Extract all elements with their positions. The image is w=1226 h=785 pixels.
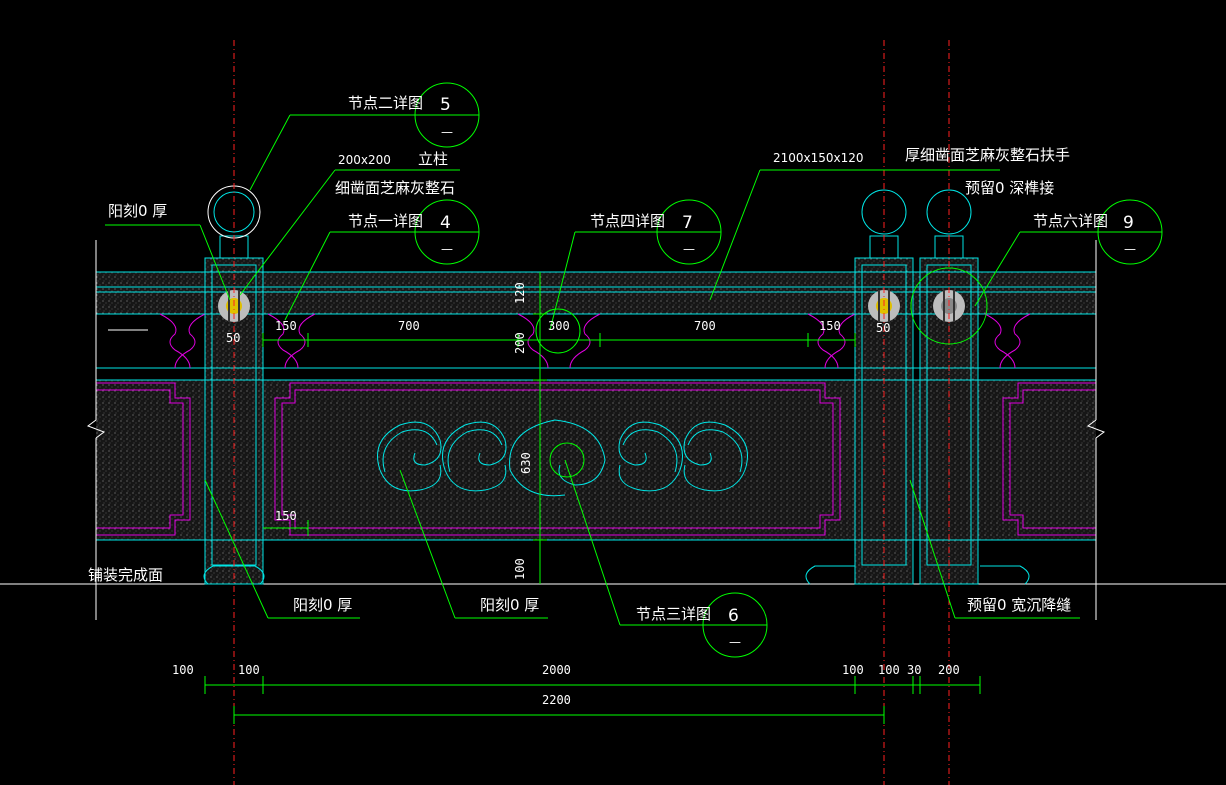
leader-lines (105, 114, 1115, 626)
note-handrail-material: 厚细凿面芝麻灰整石扶手 (905, 146, 1070, 164)
dim-v-120: 120 (513, 282, 527, 304)
dim-50-left: 50 (226, 331, 240, 345)
note-relief-top: 阳刻0 厚 (108, 202, 167, 220)
dim-150-bottom: 150 (275, 509, 297, 523)
dim-bottom-100-a: 100 (172, 663, 194, 677)
callout-node1-label: 节点一详图 (348, 212, 423, 230)
dim-bottom-200: 200 (938, 663, 960, 677)
note-joint: 预留0 宽沉降缝 (967, 596, 1071, 614)
note-post-name: 立柱 (418, 150, 448, 168)
dim-v-100: 100 (513, 558, 527, 580)
note-post-material: 细凿面芝麻灰整石 (335, 179, 455, 197)
inner-dimension-lines (262, 272, 856, 584)
callout-circles (414, 82, 1163, 658)
axis-lines (233, 40, 950, 785)
dim-300: 300 (548, 319, 570, 333)
callout-node2-number: 5 (440, 95, 451, 115)
dim-bottom-100-b: 100 (238, 663, 260, 677)
dim-v-200: 200 (513, 332, 527, 354)
note-tenon: 预留0 深榫接 (965, 179, 1054, 197)
callout-node2-label: 节点二详图 (348, 94, 423, 112)
dim-bottom-100-c: 100 (842, 663, 864, 677)
callout-node4-label: 节点四详图 (590, 212, 665, 230)
note-handrail-size: 2100x150x120 (773, 151, 864, 165)
callout-node4-sheet: — (683, 242, 695, 256)
dim-v-630: 630 (519, 452, 533, 474)
note-relief-post: 阳刻0 厚 (293, 596, 352, 614)
callout-node3-sheet: — (729, 635, 741, 649)
break-lines (86, 240, 1106, 620)
cloud-carving (377, 419, 748, 497)
callout-node6-sheet: — (1124, 242, 1136, 256)
callout-node6-label: 节点六详图 (1033, 212, 1108, 230)
panels (96, 382, 1096, 536)
dim-150-left: 150 (275, 319, 297, 333)
balusters (159, 313, 1031, 369)
note-post-size: 200x200 (338, 153, 391, 167)
callout-node4-number: 7 (682, 213, 693, 233)
dim-700-right: 700 (694, 319, 716, 333)
dim-bottom-100-d: 100 (878, 663, 900, 677)
note-paving: 铺装完成面 (88, 566, 163, 584)
dim-bottom-2000: 2000 (542, 663, 571, 677)
callout-node3-number: 6 (728, 606, 739, 626)
dim-bottom-2200: 2200 (542, 693, 571, 707)
callout-node2-sheet: — (441, 125, 453, 139)
callout-node1-sheet: — (441, 242, 453, 256)
dim-700-left: 700 (398, 319, 420, 333)
dim-50-right: 50 (876, 321, 890, 335)
bottom-dimension-lines (204, 676, 981, 724)
callout-node3-label: 节点三详图 (636, 605, 711, 623)
callout-node1-number: 4 (440, 213, 451, 233)
callout-node6-number: 9 (1123, 213, 1134, 233)
note-relief-panel: 阳刻0 厚 (480, 596, 539, 614)
dim-bottom-30: 30 (907, 663, 921, 677)
dim-150-right: 150 (819, 319, 841, 333)
